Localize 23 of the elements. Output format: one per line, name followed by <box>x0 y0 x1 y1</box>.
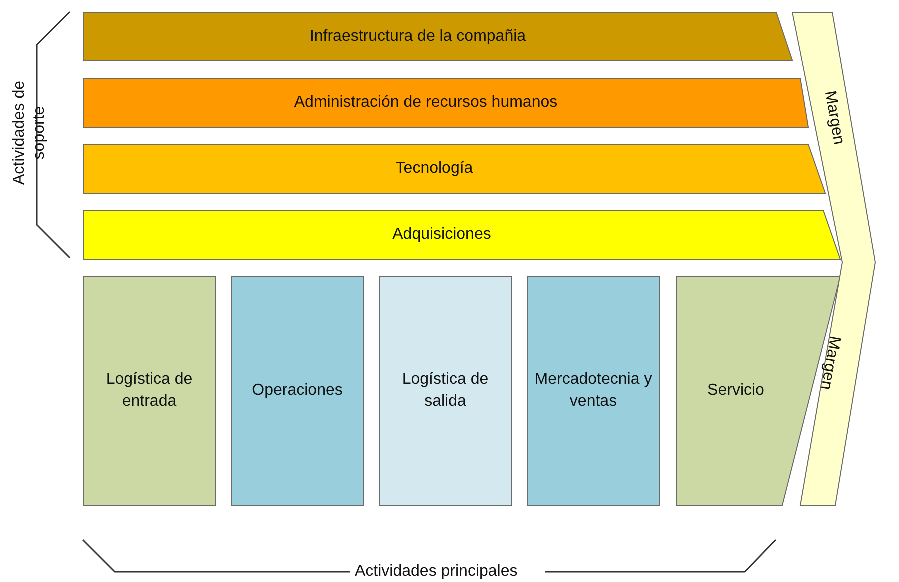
margin-chevron <box>792 12 876 506</box>
primary-activity-box <box>379 276 512 506</box>
primary-activity-box <box>83 276 216 506</box>
primary-activity-box <box>231 276 364 506</box>
activity-name: Mercadotecnia y ventas <box>534 370 654 412</box>
group-label: Actividades principales <box>355 561 518 582</box>
primary-activity-box <box>676 276 841 506</box>
activity-name: Logística de salida <box>401 370 490 412</box>
support-activity-band <box>83 144 826 194</box>
activity-name: Operaciones <box>252 381 343 401</box>
support-activity-band <box>83 210 841 260</box>
support-activity-band <box>83 78 809 128</box>
activity-name: Administración de recursos humanos <box>294 93 558 113</box>
activity-name: Adquisiciones <box>392 225 492 245</box>
margin-label: Margen <box>816 334 845 394</box>
activity-name: Tecnología <box>396 159 474 179</box>
primary-activity-box <box>527 276 660 506</box>
support-activity-band <box>83 12 793 61</box>
group-label: Actividades de soporte <box>10 80 49 188</box>
activity-name: Servicio <box>708 381 764 401</box>
margin-label: Margen <box>820 88 849 148</box>
activity-name: Logística de entrada <box>105 370 194 412</box>
activity-name: Infraestructura de la compañia <box>310 26 526 46</box>
